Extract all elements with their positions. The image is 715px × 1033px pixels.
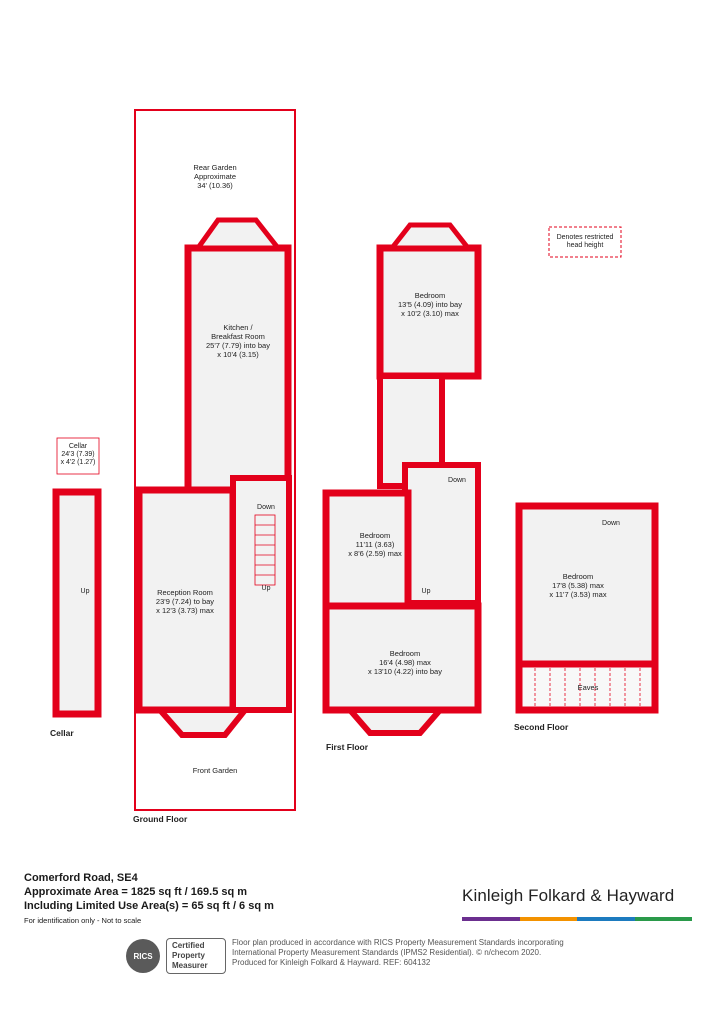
first-floor-label: First Floor xyxy=(326,742,369,752)
bedroom3-bay xyxy=(343,707,447,736)
eaves-hatching xyxy=(534,668,641,706)
hallway xyxy=(230,475,292,713)
bedroom1-room xyxy=(376,244,482,380)
ground-stairs xyxy=(254,514,276,586)
cellar-room xyxy=(52,488,102,718)
brand-name: Kinleigh Folkard & Hayward xyxy=(462,886,675,905)
rear-garden-outline xyxy=(134,109,296,811)
kitchen-room xyxy=(184,244,292,497)
eaves-area xyxy=(515,660,659,714)
ground-down-label: Down xyxy=(257,504,275,511)
second-down-label: Down xyxy=(602,520,620,527)
disclaimer: Floor plan produced in accordance with R… xyxy=(232,938,564,967)
first-up-label: Up xyxy=(422,588,431,595)
landing-first xyxy=(402,462,481,606)
second-floor-label: Second Floor xyxy=(514,722,569,732)
ground-floor-label: Ground Floor xyxy=(133,814,188,824)
rics-logo: RICS xyxy=(126,939,160,973)
cellar-floor-label: Cellar xyxy=(50,728,74,738)
address: Comerford Road, SE4 xyxy=(24,872,138,884)
limited-area: Including Limited Use Area(s) = 65 sq ft… xyxy=(24,900,274,912)
approx-area: Approximate Area = 1825 sq ft / 169.5 sq… xyxy=(24,886,248,898)
first-down-label: Down xyxy=(448,477,466,484)
cellar-up-label: Up xyxy=(81,588,90,595)
bedroom1-bay xyxy=(386,222,474,251)
brand-color-bar xyxy=(462,917,692,921)
bedroom3-room xyxy=(322,602,482,714)
reception-bay-window xyxy=(153,707,252,738)
rics-certification: RICS Certified Property Measurer xyxy=(126,938,226,974)
rics-badge: Certified Property Measurer xyxy=(166,938,226,974)
ground-up-label: Up xyxy=(262,585,271,592)
eaves-label: Eaves xyxy=(578,683,599,692)
kitchen-bay xyxy=(193,217,284,251)
scale-note: For identification only - Not to scale xyxy=(24,916,142,925)
front-garden-label: Front Garden xyxy=(193,766,238,775)
property-info: Comerford Road, SE4 Approximate Area = 1… xyxy=(24,872,274,925)
cellar-label-box xyxy=(56,437,100,475)
